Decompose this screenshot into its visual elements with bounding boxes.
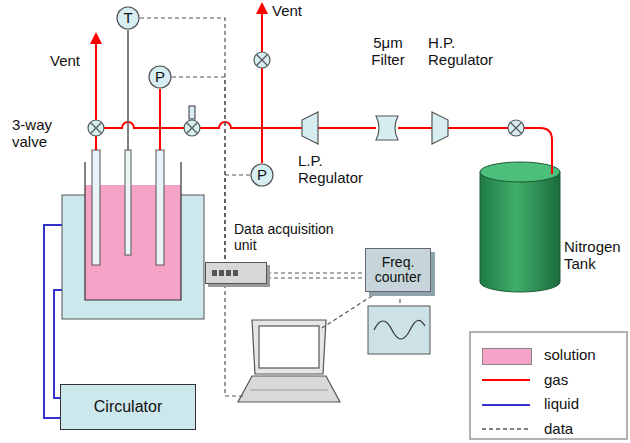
valves xyxy=(189,106,195,119)
valves xyxy=(511,123,522,134)
data-lines xyxy=(225,284,244,396)
nitrogen-tank xyxy=(480,162,560,182)
gas-lines xyxy=(318,127,376,129)
legend-entry: solution xyxy=(482,346,622,366)
legend-swatch xyxy=(482,348,532,365)
pressure-gauge: P xyxy=(250,163,274,187)
gas-lines xyxy=(448,128,552,166)
legend-text: liquid xyxy=(544,395,579,412)
regulators xyxy=(302,112,448,144)
node-label: Freq. counter xyxy=(370,255,426,286)
legend-entry: data xyxy=(482,420,622,440)
data-connector xyxy=(140,18,225,262)
circulator-box: Circulator xyxy=(60,384,196,430)
node-label: P xyxy=(155,69,165,86)
gauge-circle xyxy=(117,7,139,29)
data-lines xyxy=(322,292,378,328)
legend-frame xyxy=(482,404,530,406)
oscilloscope-display xyxy=(368,306,430,354)
data-lines xyxy=(399,292,400,306)
regulators xyxy=(302,112,318,144)
frequency-counter: Freq. counter xyxy=(365,248,431,292)
valves xyxy=(91,123,102,134)
node-label: Circulator xyxy=(94,398,162,416)
legend-frame xyxy=(482,379,530,381)
pressure-gauge: P xyxy=(148,65,172,89)
part-label: H.P. Regulator xyxy=(428,34,508,69)
gas-lines xyxy=(96,8,552,166)
valves xyxy=(508,120,524,136)
probe-tubes xyxy=(92,150,164,265)
legend-frame xyxy=(482,428,530,430)
gas-lines xyxy=(398,127,432,129)
valves xyxy=(187,123,198,134)
filter xyxy=(376,116,398,140)
laptop xyxy=(238,376,340,402)
part-label: Vent xyxy=(50,52,90,69)
nitrogen-tank xyxy=(551,166,553,174)
node-label: T xyxy=(123,10,132,27)
laptop xyxy=(252,320,326,374)
probe-tubes xyxy=(125,150,131,255)
vent-arrowheads xyxy=(256,2,268,14)
part-label: L.P. Regulator xyxy=(298,152,380,187)
part-label: 3-way valve xyxy=(12,116,74,151)
legend-text: gas xyxy=(544,371,568,388)
nitrogen-tank xyxy=(480,162,560,292)
gas-lines xyxy=(261,8,263,163)
liquid-lines xyxy=(54,290,62,398)
gauge-circle xyxy=(251,164,273,186)
vent-arrowheads xyxy=(90,32,102,44)
nitrogen-tank xyxy=(480,172,560,292)
probe-tubes xyxy=(92,150,100,265)
laptop xyxy=(259,326,319,368)
data-lines xyxy=(267,277,365,278)
legend-frame xyxy=(470,332,627,439)
laptop xyxy=(250,389,328,390)
probe-tubes xyxy=(156,150,164,265)
legend-entry: liquid xyxy=(482,395,622,415)
part-label: Nitrogen Tank xyxy=(564,238,628,273)
unit-button xyxy=(212,270,217,276)
oscilloscope-display xyxy=(368,306,430,354)
data-connector xyxy=(267,272,365,273)
thermometer-line xyxy=(127,30,129,150)
gauge-circle xyxy=(149,66,171,88)
legend-text: data xyxy=(544,420,573,437)
data-acquisition-unit: Data acquisition unit xyxy=(205,262,267,284)
legend-entry: gas xyxy=(482,371,622,391)
unit-button xyxy=(219,270,224,276)
data-lines xyxy=(225,278,400,396)
laptop xyxy=(238,320,340,402)
water-bath xyxy=(62,162,204,319)
part-label: 5μm Filter xyxy=(362,34,414,69)
vent-arrowheads xyxy=(90,2,268,44)
data-connector xyxy=(172,77,225,262)
unit-button xyxy=(226,270,231,276)
legend-text: solution xyxy=(544,346,596,363)
gas-lines xyxy=(159,89,161,150)
unit-buttons xyxy=(212,270,242,278)
oscilloscope-display xyxy=(374,320,425,339)
unit-heading: Data acquisition unit xyxy=(234,222,342,253)
valves xyxy=(257,55,268,66)
thermometer-line xyxy=(127,30,129,150)
part-label: Vent xyxy=(272,2,322,19)
node-label: P xyxy=(257,167,267,184)
temperature-gauge: T xyxy=(116,6,140,30)
valves xyxy=(254,52,270,68)
valves xyxy=(88,120,104,136)
regulators xyxy=(432,112,448,144)
legend-frame xyxy=(470,332,627,439)
valves xyxy=(184,120,200,136)
unit-button xyxy=(233,270,238,276)
filter xyxy=(376,116,398,140)
